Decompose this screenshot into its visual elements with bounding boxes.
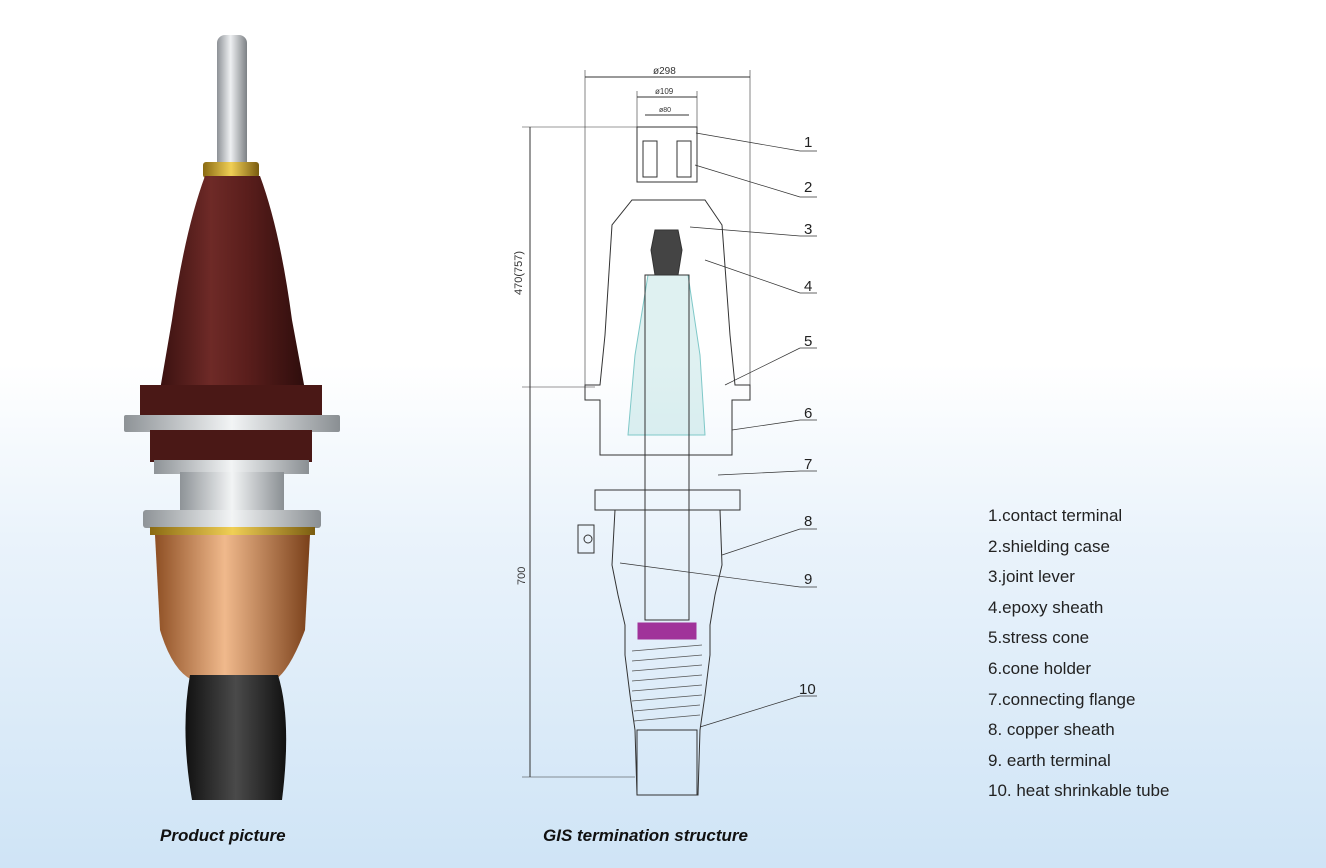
conductor-rod <box>217 35 247 170</box>
callout-3: 3 <box>804 221 812 238</box>
epoxy-insulator <box>160 176 305 390</box>
dimension-top <box>584 70 751 385</box>
connecting-flange <box>180 472 284 512</box>
product-picture <box>124 35 340 800</box>
lower-base <box>150 430 312 462</box>
legend-item: 8. copper sheath <box>988 720 1115 740</box>
parts-legend: 1.contact terminal 2.shielding case 3.jo… <box>988 505 1169 811</box>
cable <box>185 675 287 800</box>
callout-6: 6 <box>804 405 812 422</box>
termination-diagram: ø298 ø109 ø80 470(757) 700 <box>513 66 817 796</box>
callout-2: 2 <box>804 179 812 196</box>
callout-10: 10 <box>799 681 816 698</box>
callout-8: 8 <box>804 513 812 530</box>
callout-4: 4 <box>804 278 812 295</box>
legend-item: 7.connecting flange <box>988 689 1136 709</box>
legend-item: 9. earth terminal <box>988 750 1111 770</box>
dim-height-upper: 470(757) <box>513 251 525 295</box>
brass-ring <box>203 162 259 178</box>
callout-numbers: 1 2 3 4 5 6 7 8 9 10 <box>799 134 816 698</box>
legend-item: 6.cone holder <box>988 658 1092 678</box>
legend-item: 1.contact terminal <box>988 506 1123 525</box>
callout-5: 5 <box>804 333 812 350</box>
termination-outline <box>577 126 751 796</box>
dim-d298: ø298 <box>653 66 676 77</box>
legend-item: 4.epoxy sheath <box>988 597 1104 617</box>
dim-d80: ø80 <box>659 107 671 114</box>
legend-item: 10. heat shrinkable tube <box>988 781 1170 801</box>
legend-item: 3.joint lever <box>988 567 1075 587</box>
callout-leaders <box>619 132 817 728</box>
legend-item: 5.stress cone <box>988 628 1090 648</box>
dim-height-lower: 700 <box>516 567 528 585</box>
insulator-base <box>140 385 322 417</box>
caption-product: Product picture <box>160 826 286 845</box>
aluminium-flange <box>124 415 340 432</box>
steel-ring <box>154 460 309 474</box>
dimension-side <box>522 126 640 778</box>
brass-plate <box>150 527 315 535</box>
dim-d109: ø109 <box>655 87 674 96</box>
callout-7: 7 <box>804 456 812 473</box>
lower-flange <box>143 510 321 528</box>
copper-sheath <box>155 535 310 680</box>
callout-1: 1 <box>804 134 812 151</box>
caption-structure: GIS termination structure <box>543 826 748 845</box>
legend-item: 2.shielding case <box>988 536 1110 556</box>
callout-9: 9 <box>804 571 812 588</box>
